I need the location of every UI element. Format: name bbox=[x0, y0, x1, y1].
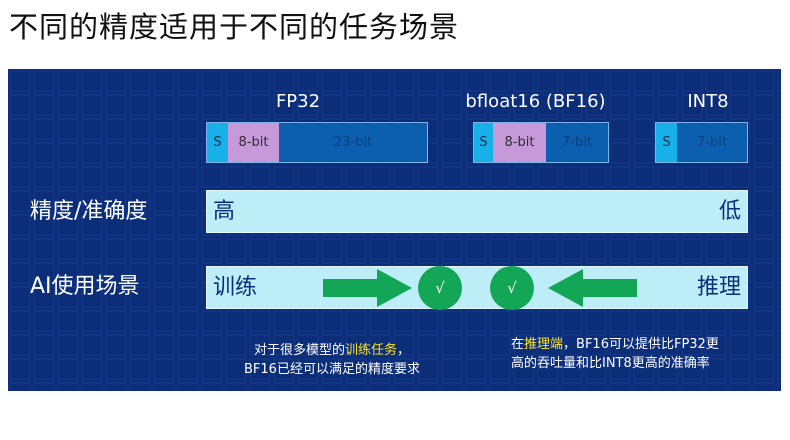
fp32-exponent: 8-bit bbox=[228, 123, 279, 162]
int8-bit-layout: S 7-bit bbox=[655, 122, 748, 163]
inference-note-line1: 在推理端，BF16可以提供比FP32更 bbox=[511, 337, 719, 352]
scenario-band: 训练 推理 bbox=[206, 266, 748, 309]
fp32-mantissa: 23-bit bbox=[279, 123, 427, 162]
precision-low-label: 低 bbox=[718, 199, 741, 224]
bf16-mantissa: 7-bit bbox=[546, 123, 608, 162]
content-panel: FP32 bfloat16 (BF16) INT8 S 8-bit 23-bit… bbox=[8, 69, 781, 391]
bf16-training-check-icon: √ bbox=[418, 266, 462, 310]
int8-label: INT8 bbox=[687, 91, 729, 112]
training-note-line2: BF16已经可以满足的精度要求 bbox=[244, 362, 420, 377]
scenario-row-label: AI使用场景 bbox=[30, 274, 140, 299]
training-note-line1: 对于很多模型的训练任务， bbox=[253, 343, 410, 358]
training-label: 训练 bbox=[213, 275, 258, 300]
precision-band: 高 低 bbox=[206, 190, 748, 233]
bf16-sign-bit: S bbox=[474, 123, 493, 162]
inference-note-highlight: 推理端 bbox=[524, 337, 564, 352]
precision-row-label: 精度/准确度 bbox=[30, 199, 148, 224]
bf16-inference-check-icon: √ bbox=[490, 266, 534, 310]
arrow-left-icon bbox=[548, 269, 637, 307]
arrow-right-icon bbox=[323, 269, 412, 307]
int8-sign-bit: S bbox=[656, 123, 677, 162]
fp32-label: FP32 bbox=[275, 91, 321, 112]
training-note-highlight: 训练任务 bbox=[344, 343, 397, 358]
inference-note-line2: 高的吞吐量和比INT8更高的准确率 bbox=[511, 356, 710, 371]
inference-note: 在推理端，BF16可以提供比FP32更 高的吞吐量和比INT8更高的准确率 bbox=[511, 335, 719, 373]
int8-value-bits: 7-bit bbox=[677, 123, 747, 162]
fp32-bit-layout: S 8-bit 23-bit bbox=[206, 122, 428, 163]
training-note: 对于很多模型的训练任务， BF16已经可以满足的精度要求 bbox=[244, 341, 420, 379]
bf16-bit-layout: S 8-bit 7-bit bbox=[473, 122, 609, 163]
bf16-label: bfloat16 (BF16) bbox=[465, 91, 606, 112]
slide-title: 不同的精度适用于不同的任务场景 bbox=[9, 10, 460, 44]
precision-high-label: 高 bbox=[213, 199, 236, 224]
fp32-sign-bit: S bbox=[207, 123, 228, 162]
bf16-exponent: 8-bit bbox=[493, 123, 546, 162]
inference-label: 推理 bbox=[696, 275, 741, 300]
